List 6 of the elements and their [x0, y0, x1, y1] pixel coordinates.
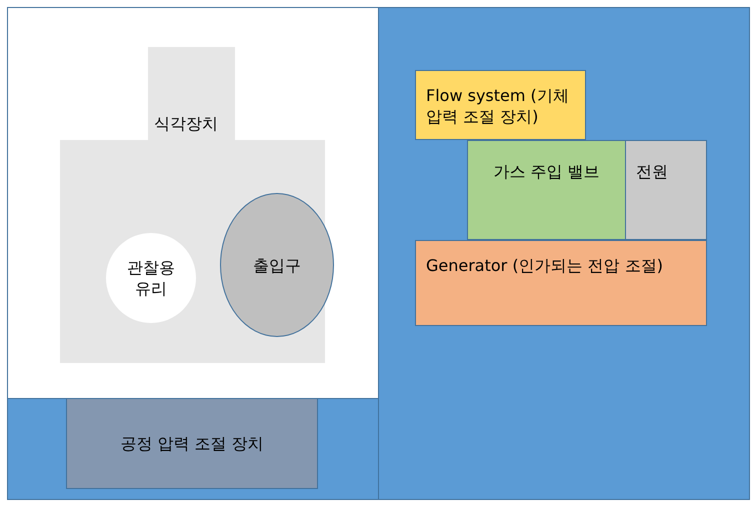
generator-box: Generator (인가되는 전압 조절) — [415, 240, 707, 326]
gas-valve-box: 가스 주입 밸브 — [467, 140, 626, 240]
flow-system-box: Flow system (기체 압력 조절 장치) — [415, 70, 586, 140]
pressure-controller-box: 공정 압력 조절 장치 — [66, 398, 318, 489]
device-label: 식각장치 — [154, 113, 218, 134]
power-supply-box: 전원 — [625, 140, 707, 240]
